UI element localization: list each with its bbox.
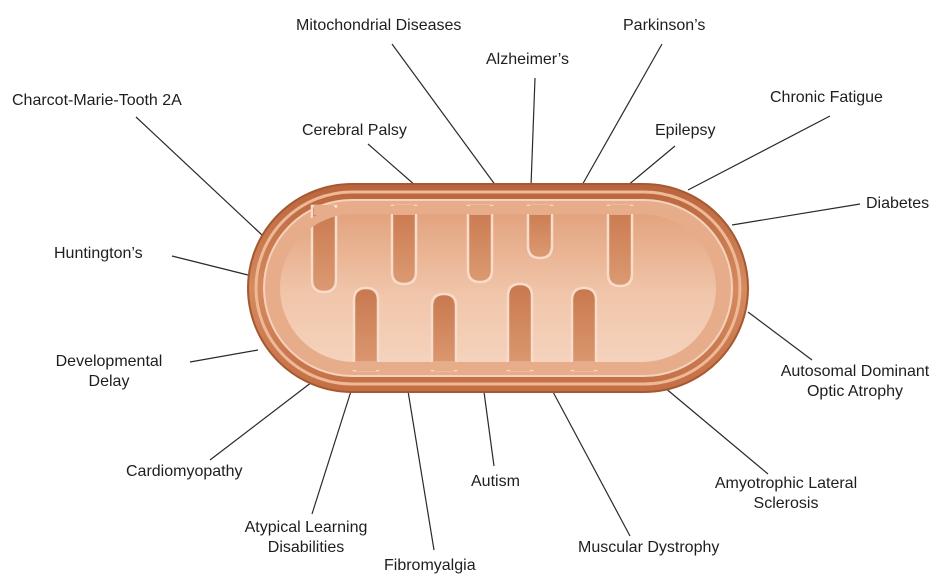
label-parkinsons: Parkinson’s: [623, 16, 705, 36]
leader-epilepsy: [627, 146, 675, 186]
matrix: [276, 210, 720, 366]
join-bottom-4: [574, 361, 594, 371]
join-top-4: [530, 205, 550, 215]
crista-bottom-3: [508, 284, 532, 370]
leader-als: [658, 382, 768, 474]
crista-top-2: [392, 206, 416, 284]
leader-alzheimers: [531, 78, 535, 186]
leader-fibromyalgia: [408, 391, 434, 550]
leader-atypical-learning: [312, 388, 352, 514]
crista-bottom-4: [572, 288, 596, 370]
label-cardiomyopathy: Cardiomyopathy: [126, 462, 243, 482]
label-chronic-fatigue: Chronic Fatigue: [770, 88, 883, 108]
leader-parkinsons: [581, 44, 662, 187]
leader-adoa: [748, 312, 812, 360]
leader-charcot-marie-tooth: [136, 117, 262, 235]
label-als: Amyotrophic Lateral Sclerosis: [696, 474, 876, 514]
leader-muscular-dystrophy: [552, 390, 630, 536]
label-fibromyalgia: Fibromyalgia: [384, 556, 476, 576]
mitochondrion: [248, 184, 748, 392]
label-alzheimers: Alzheimer’s: [486, 50, 569, 70]
join-top-3: [470, 205, 490, 215]
label-mitochondrial-diseases: Mitochondrial Diseases: [296, 16, 461, 36]
crista-top-5: [608, 206, 632, 286]
leader-diabetes: [732, 204, 860, 225]
label-atypical-learning: Atypical Learning Disabilities: [224, 518, 388, 558]
crista-bottom-1: [354, 288, 378, 370]
crista-top-3: [468, 206, 492, 282]
join-bottom-3: [510, 361, 530, 371]
join-bottom-1: [356, 361, 376, 371]
leader-cerebral-palsy: [368, 144, 416, 186]
label-muscular-dystrophy: Muscular Dystrophy: [578, 538, 719, 558]
leader-developmental-delay: [190, 350, 258, 362]
join-top-1: [314, 205, 334, 215]
label-epilepsy: Epilepsy: [655, 121, 715, 141]
leader-autism: [484, 392, 494, 466]
label-charcot-marie-tooth: Charcot-Marie-Tooth 2A: [12, 91, 182, 111]
label-huntingtons: Huntington’s: [54, 244, 143, 264]
label-autism: Autism: [471, 472, 520, 492]
join-top-2: [394, 205, 414, 215]
label-cerebral-palsy: Cerebral Palsy: [302, 121, 407, 141]
leader-cardiomyopathy: [210, 382, 312, 460]
label-diabetes: Diabetes: [866, 194, 929, 214]
leader-mitochondrial-diseases: [392, 44, 496, 186]
leader-huntingtons: [172, 256, 252, 276]
label-developmental-delay: Developmental Delay: [34, 352, 184, 392]
crista-bottom-2: [432, 294, 456, 370]
label-adoa: Autosomal Dominant Optic Atrophy: [764, 362, 946, 402]
join-bottom-2: [434, 361, 454, 371]
join-top-5: [610, 205, 630, 215]
